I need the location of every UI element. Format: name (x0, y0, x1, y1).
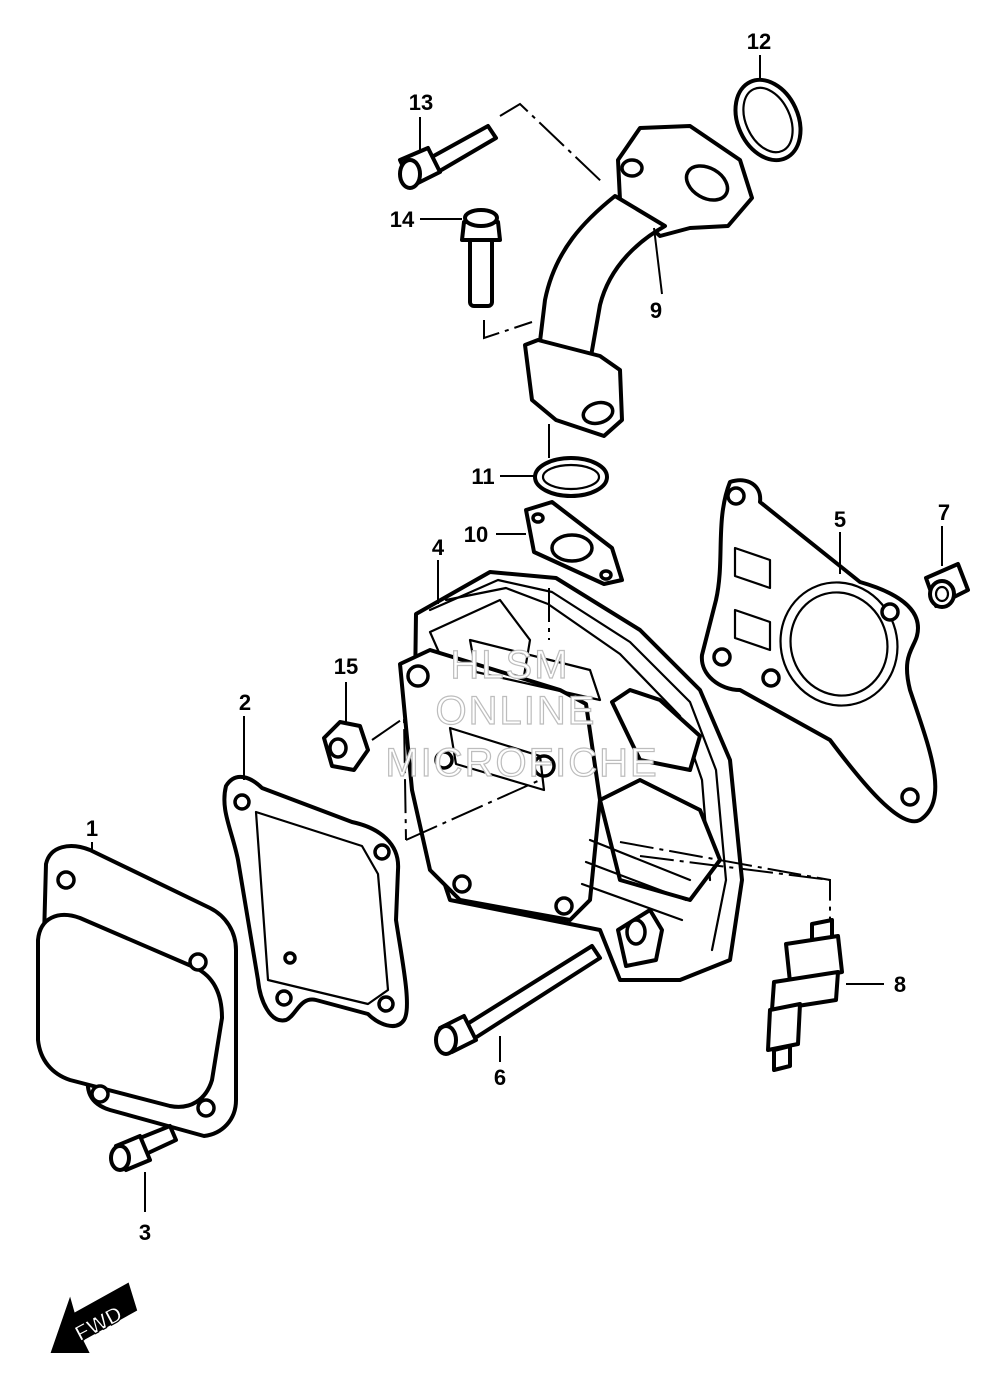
bolt-13[interactable] (398, 124, 498, 190)
watermark-line-2: ONLINE (436, 689, 597, 733)
callout-6: 6 (494, 1065, 506, 1090)
gasket-2[interactable] (222, 774, 409, 1029)
nut-15[interactable] (322, 720, 370, 772)
callout-4: 4 (432, 535, 445, 560)
callout-9: 9 (650, 298, 662, 323)
fwd-arrow: FWD (50, 1282, 138, 1353)
assembly-lines (371, 102, 831, 920)
watermark-line-1: HLSM (450, 643, 569, 687)
o-ring-lower[interactable] (533, 456, 609, 498)
leader-lines (91, 55, 943, 1212)
bolt-3[interactable] (109, 1124, 178, 1172)
o-ring-upper[interactable] (723, 69, 813, 170)
watermark: HLSM ONLINE MICROFICHE (385, 642, 658, 785)
spark-plug[interactable] (766, 918, 844, 1072)
dowel-pin[interactable] (924, 562, 970, 609)
callout-10: 10 (464, 522, 488, 547)
callout-5: 5 (834, 507, 846, 532)
bolt-14[interactable] (460, 208, 502, 308)
callout-3: 3 (139, 1220, 151, 1245)
callout-12: 12 (747, 29, 771, 54)
callout-2: 2 (239, 690, 251, 715)
callout-13: 13 (409, 90, 433, 115)
cylinder-head[interactable] (398, 570, 744, 982)
watermark-line-3: MICROFICHE (385, 741, 658, 785)
callout-1: 1 (86, 816, 98, 841)
intake-pipe[interactable] (523, 124, 754, 438)
insulator[interactable] (524, 500, 624, 586)
callout-8: 8 (894, 972, 906, 997)
callout-labels: 1 2 3 4 5 6 7 8 9 10 11 12 13 14 15 (86, 29, 950, 1245)
head-cover[interactable] (36, 844, 238, 1138)
callout-7: 7 (938, 500, 950, 525)
callout-15: 15 (334, 654, 358, 679)
bolt-6[interactable] (434, 944, 602, 1056)
callout-11: 11 (471, 464, 494, 489)
gasket-5[interactable] (699, 478, 938, 824)
callout-14: 14 (390, 207, 415, 232)
